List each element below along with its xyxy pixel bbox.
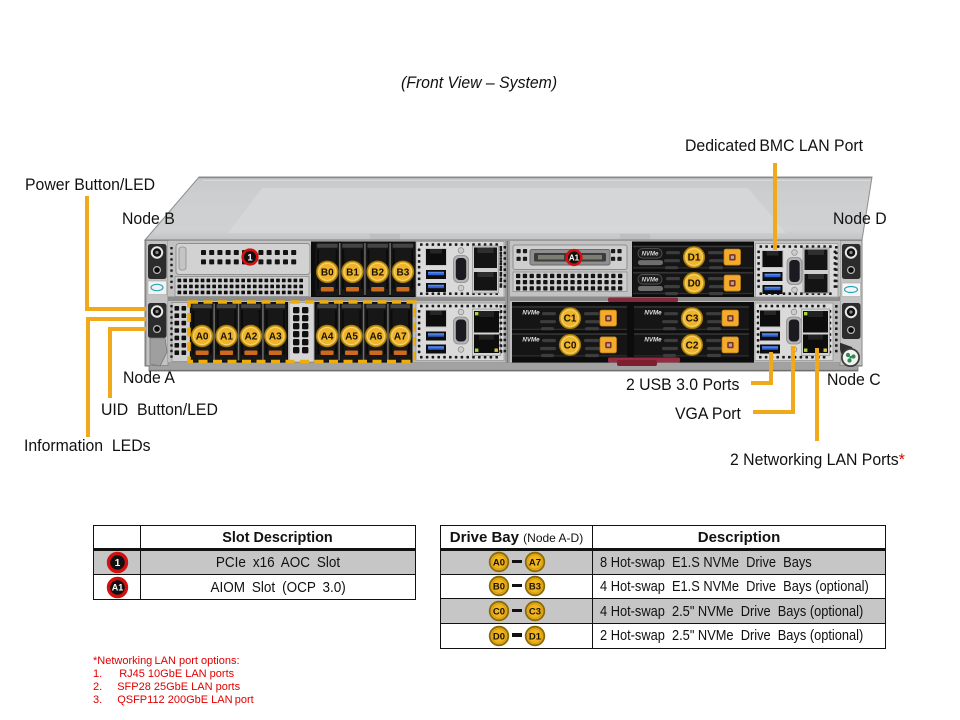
svg-text:A6: A6 (370, 332, 383, 343)
svg-text:C1: C1 (564, 314, 577, 325)
svg-text:A7: A7 (528, 558, 540, 569)
svg-text:A1: A1 (111, 582, 123, 592)
svg-text:NVMe: NVMe (642, 277, 659, 283)
svg-text:B0: B0 (321, 267, 334, 278)
svg-text:A5: A5 (345, 332, 358, 343)
svg-text:A2: A2 (245, 332, 258, 343)
svg-text:A0: A0 (196, 332, 209, 343)
svg-text:C0: C0 (564, 341, 577, 352)
svg-text:NVMe: NVMe (644, 336, 662, 343)
svg-text:C3: C3 (528, 607, 540, 618)
svg-text:D0: D0 (688, 279, 701, 290)
svg-text:A3: A3 (269, 332, 282, 343)
svg-text:B0: B0 (492, 582, 504, 593)
svg-text:C2: C2 (686, 341, 699, 352)
svg-text:NVMe: NVMe (522, 310, 540, 317)
svg-text:A7: A7 (394, 332, 407, 343)
svg-text:B3: B3 (528, 582, 540, 593)
svg-text:B2: B2 (371, 267, 384, 278)
svg-text:D1: D1 (688, 253, 701, 264)
svg-text:A1: A1 (220, 332, 233, 343)
svg-text:C0: C0 (492, 607, 504, 618)
svg-text:D0: D0 (492, 631, 504, 642)
svg-text:A1: A1 (569, 253, 580, 262)
svg-text:NVMe: NVMe (522, 336, 540, 343)
svg-text:NVMe: NVMe (642, 252, 659, 258)
svg-text:NVMe: NVMe (644, 310, 662, 317)
svg-text:B3: B3 (397, 267, 410, 278)
svg-text:C3: C3 (686, 314, 699, 325)
svg-text:A0: A0 (492, 558, 504, 569)
svg-text:1: 1 (247, 252, 253, 263)
svg-text:1: 1 (114, 558, 120, 569)
svg-text:D1: D1 (528, 631, 541, 642)
svg-text:A4: A4 (321, 332, 334, 343)
svg-text:B1: B1 (346, 267, 359, 278)
